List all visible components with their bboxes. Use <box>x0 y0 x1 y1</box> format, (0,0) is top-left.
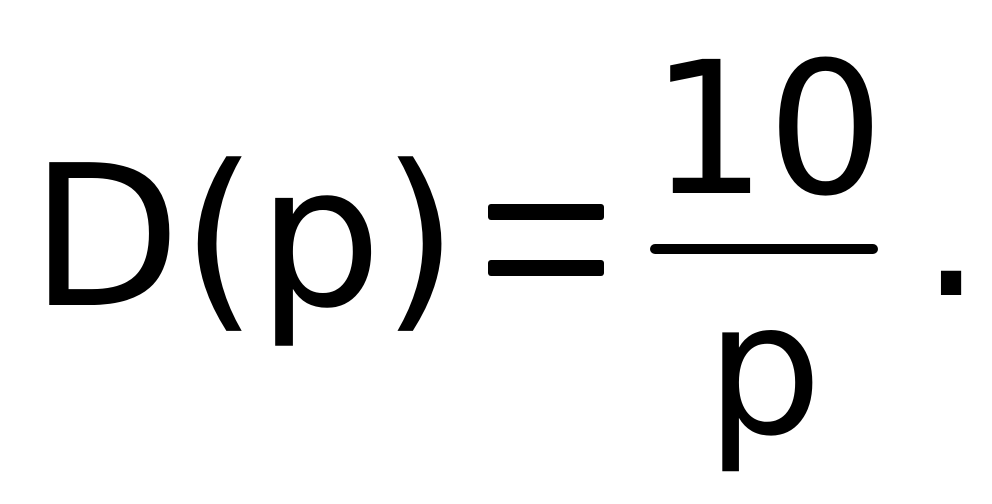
equals-sign <box>488 204 604 276</box>
equation-terminator: . <box>920 114 983 342</box>
fraction-denominator: p <box>705 263 823 477</box>
fraction: 10 p <box>650 23 885 490</box>
fraction-bar <box>650 244 878 254</box>
fraction-numerator: 10 <box>650 23 885 237</box>
equals-bar-bottom <box>488 260 604 276</box>
equals-bar-top <box>488 204 604 220</box>
equation-lhs: D(p) <box>30 124 459 352</box>
